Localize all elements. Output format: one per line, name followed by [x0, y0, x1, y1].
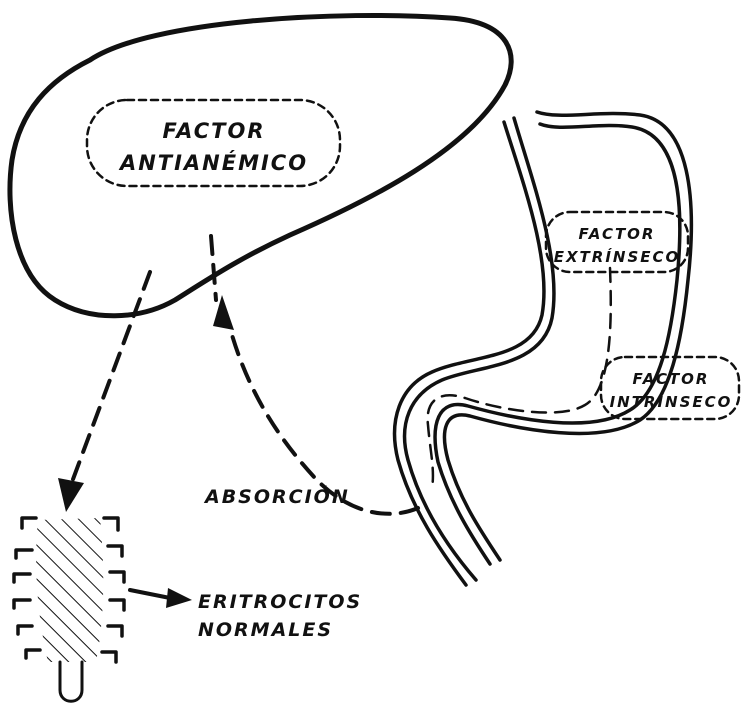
factor-intrinseco-line2: INTRÍNSECO [610, 392, 733, 411]
factor-intrinseco-line1: FACTOR [632, 370, 709, 388]
marrow-right-ticks [102, 518, 124, 662]
arrow-head-down [58, 478, 84, 512]
stomach-shape [395, 112, 692, 585]
factor-antianemico-line2: ANTIANÉMICO [118, 150, 308, 175]
absorption-label: ABSORCIÓN [203, 484, 350, 508]
factor-extrinseco-box: FACTOR EXTRÍNSECO [546, 212, 688, 272]
factor-antianemico-line1: FACTOR [162, 119, 265, 143]
eritrocitos-line2: NORMALES [198, 619, 333, 641]
output-arrow [130, 588, 192, 608]
arrow-head-right [166, 588, 192, 608]
absorption-arrow [211, 236, 418, 514]
eritrocitos-line1: ERITROCITOS [198, 591, 362, 613]
factor-antianemico-box: FACTOR ANTIANÉMICO [87, 100, 340, 186]
factor-intrinseco-box: FACTOR INTRÍNSECO [601, 357, 739, 419]
factor-extrinseco-line2: EXTRÍNSECO [554, 247, 681, 266]
factor-extrinseco-line1: FACTOR [578, 225, 655, 243]
marrow-left-ticks [14, 518, 40, 658]
bone-marrow-shape [14, 518, 124, 701]
